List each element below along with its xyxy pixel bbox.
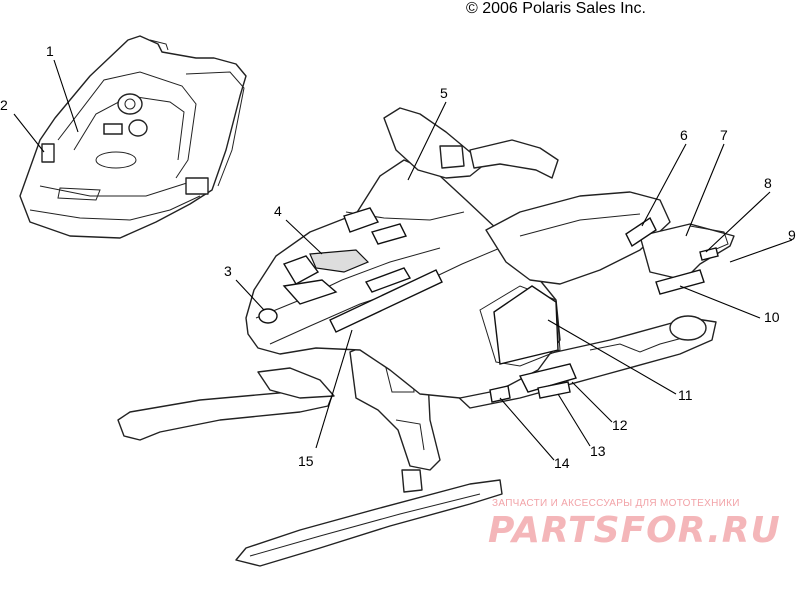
decal-8-rack xyxy=(699,247,719,261)
watermark-logo: PARTSFOR.RU xyxy=(488,510,781,551)
callout-12: 12 xyxy=(612,417,628,433)
decal-4-hood xyxy=(309,249,370,273)
watermark-tagline: ЗАПЧАСТИ И АКСЕССУАРЫ ДЛЯ МОТОТЕХНИКИ xyxy=(492,498,740,509)
callout-7: 7 xyxy=(720,127,728,143)
callout-5: 5 xyxy=(440,85,448,101)
callout-3: 3 xyxy=(224,263,232,279)
decal-12-side xyxy=(518,363,577,393)
copyright-text: © 2006 Polaris Sales Inc. xyxy=(466,0,646,17)
callout-10: 10 xyxy=(764,309,780,325)
decal-13-side xyxy=(537,381,571,399)
callout-8: 8 xyxy=(764,175,772,191)
callout-1: 1 xyxy=(46,43,54,59)
console-inset xyxy=(19,35,247,239)
snowmobile xyxy=(117,107,735,567)
callout-13: 13 xyxy=(590,443,606,459)
decal-10-tunnel xyxy=(655,269,705,295)
decal-11-side xyxy=(493,285,559,365)
callout-labels: 1 2 3 4 5 6 7 8 9 10 11 12 13 14 15 xyxy=(0,43,796,471)
decal-3-badge xyxy=(258,308,278,324)
callout-14: 14 xyxy=(554,455,570,471)
callout-11: 11 xyxy=(678,387,693,403)
callout-4: 4 xyxy=(274,203,282,219)
left-ski xyxy=(117,391,333,441)
callout-6: 6 xyxy=(680,127,688,143)
callout-15: 15 xyxy=(298,453,314,469)
decal-6-seat xyxy=(625,216,657,248)
decal-15-strip xyxy=(329,269,443,333)
leader-lines xyxy=(13,59,793,461)
callout-9: 9 xyxy=(788,227,796,243)
callout-2: 2 xyxy=(0,97,8,113)
decal-14-side xyxy=(489,385,511,403)
